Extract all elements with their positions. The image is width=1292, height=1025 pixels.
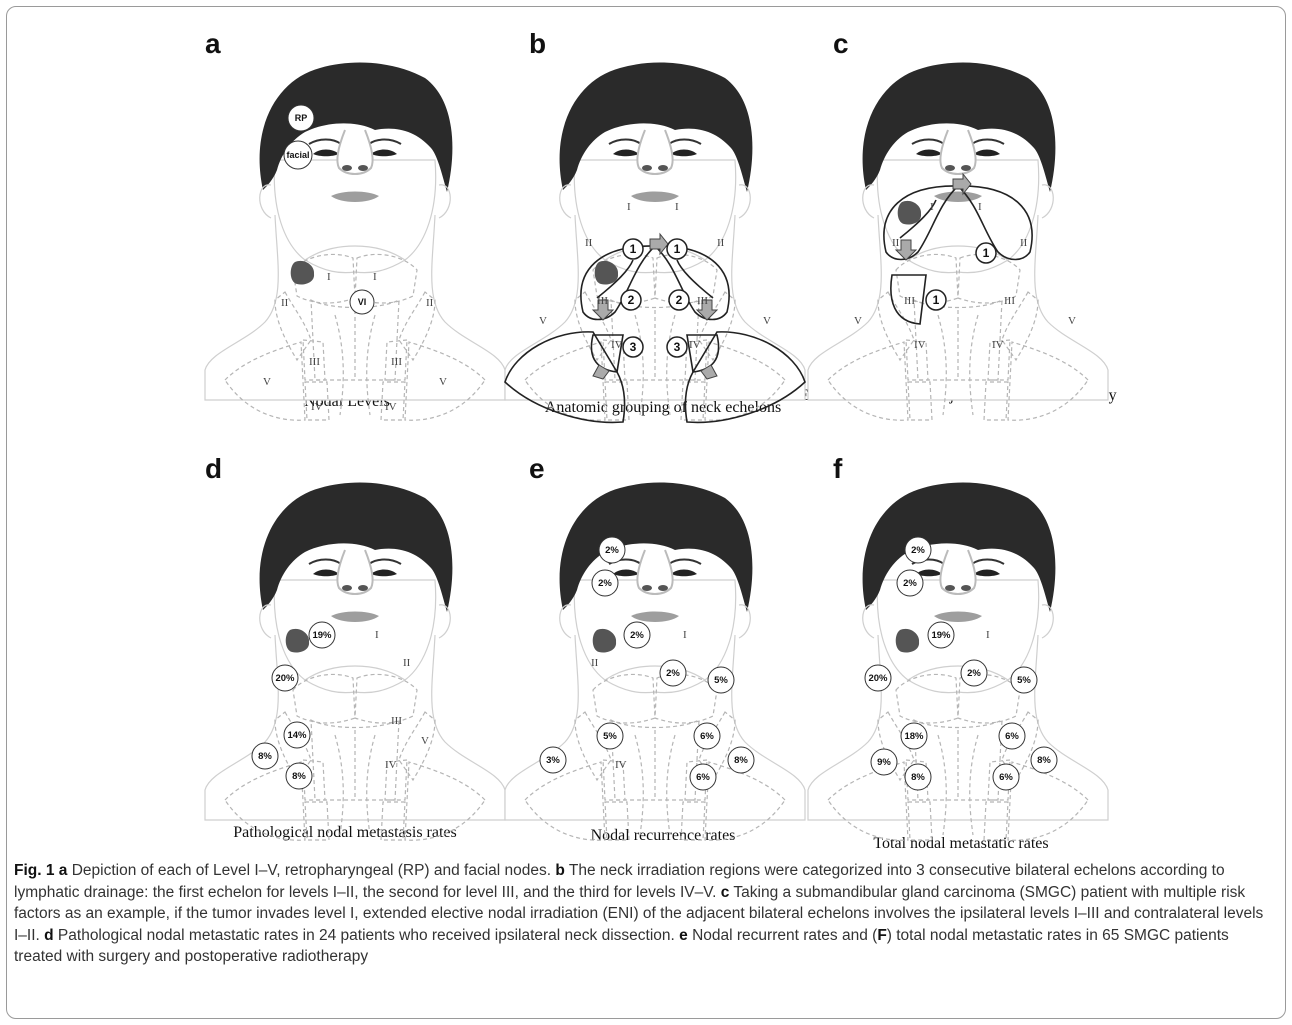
b-level-iii-right: III	[697, 295, 708, 307]
panel-f-illustration: 2% 2% 19% 20% 2% 5% 18% 9% 8% 6% 8% 6% I	[808, 483, 1108, 841]
caption-e-letter: e	[679, 927, 688, 944]
b-level-iii-left: III	[597, 295, 608, 307]
b-level-v-left: V	[539, 315, 547, 327]
b-level-v-right: V	[763, 315, 771, 327]
b-level-iv-right: IV	[689, 339, 701, 351]
b-level-ii-left: II	[585, 237, 593, 249]
f-rate-level-ii: 20%	[868, 673, 888, 684]
f-rate-level-v: 9%	[877, 757, 891, 768]
c-level-ii-right: II	[1020, 237, 1028, 249]
d-rate-level-i: 19%	[312, 630, 332, 641]
f-rate-level-vi: 2%	[967, 668, 981, 679]
e-rate-contra-iii: 6%	[700, 731, 714, 742]
label-level-v-left: V	[263, 376, 271, 388]
figure-caption: Fig. 1 a Depiction of each of Level I–V,…	[14, 860, 1278, 968]
d-rate-level-iii: 14%	[287, 730, 307, 741]
echelon-3-right: 3	[674, 340, 681, 354]
neck-illustrations: RP facial VI I I II II III III V V IV IV	[0, 0, 1292, 860]
f-level-i-right: I	[986, 629, 990, 641]
echelon-1-right: 1	[674, 242, 681, 256]
b-level-i-left: I	[627, 201, 631, 213]
c-level-v-left: V	[854, 315, 862, 327]
caption-d-text: Pathological nodal metastatic rates in 2…	[54, 927, 680, 944]
label-vi: VI	[358, 297, 367, 307]
e-rate-contra-ii: 5%	[714, 675, 728, 686]
panel-d-illustration: 19% 20% 14% 8% 8% I II III V IV	[205, 483, 505, 841]
c-level-v-right: V	[1068, 315, 1076, 327]
f-rate-level-iii: 18%	[904, 731, 924, 742]
panel-a-illustration: RP facial VI I I II II III III V V IV IV	[205, 63, 505, 421]
d-level-iii-right: III	[391, 715, 402, 727]
label-level-i-right: I	[373, 271, 377, 283]
c-level-iii-left: III	[904, 295, 915, 307]
label-level-v-right: V	[439, 376, 447, 388]
c-level-ii-left: II	[892, 237, 900, 249]
c-level-iv-right: IV	[992, 339, 1004, 351]
label-level-iii-left: III	[309, 356, 320, 368]
f-rate-rp: 2%	[911, 545, 925, 556]
label-level-i-left: I	[327, 271, 331, 283]
f-rate-facial: 2%	[903, 578, 917, 589]
label-facial: facial	[286, 150, 309, 160]
echelon-3-left: 3	[630, 340, 637, 354]
label-level-iv-right: IV	[385, 401, 397, 413]
caption-b-letter: b	[555, 862, 564, 879]
d-rate-level-v: 8%	[258, 751, 272, 762]
f-rate-contra-iii: 6%	[1005, 731, 1019, 742]
c-level-iv-left: IV	[914, 339, 926, 351]
caption-f-letter: F	[877, 927, 886, 944]
d-rate-level-iv: 8%	[292, 771, 306, 782]
e-rate-facial: 2%	[598, 578, 612, 589]
d-level-i-right: I	[375, 629, 379, 641]
c-level-i-left: I	[930, 201, 934, 213]
e-rate-contra-iv: 6%	[696, 772, 710, 783]
e-level-ii-left: II	[591, 657, 599, 669]
panel-c-illustration: 1 1 I I II II III III V V IV IV	[808, 63, 1108, 421]
e-rate-level-v: 3%	[546, 755, 560, 766]
e-rate-rp: 2%	[605, 545, 619, 556]
e-level-iv-left: IV	[615, 759, 627, 771]
f-rate-contra-ii: 5%	[1017, 675, 1031, 686]
f-rate-level-i: 19%	[931, 630, 951, 641]
e-rate-level-vi: 2%	[666, 668, 680, 679]
b-level-iv-left: IV	[611, 339, 623, 351]
d-rate-level-ii: 20%	[275, 673, 295, 684]
echelon-2-right: 2	[676, 293, 683, 307]
d-level-v-right: V	[421, 735, 429, 747]
b-level-i-right: I	[675, 201, 679, 213]
c-echelon-1-right: 1	[983, 246, 990, 260]
f-rate-contra-v: 8%	[1037, 755, 1051, 766]
e-rate-level-i: 2%	[630, 630, 644, 641]
caption-e-text: Nodal recurrent rates and (	[688, 927, 878, 944]
f-rate-level-iv: 8%	[911, 772, 925, 783]
label-level-ii-left: II	[281, 297, 289, 309]
label-level-iv-left: IV	[311, 401, 323, 413]
echelon-2-left: 2	[628, 293, 635, 307]
caption-d-letter: d	[44, 927, 53, 944]
e-rate-level-iii: 5%	[603, 731, 617, 742]
label-level-iii-right: III	[391, 356, 402, 368]
b-level-ii-right: II	[717, 237, 725, 249]
caption-fig-label: Fig. 1	[14, 862, 54, 879]
c-level-i-right: I	[978, 201, 982, 213]
caption-a-text: Depiction of each of Level I–V, retropha…	[67, 862, 555, 879]
panel-b-illustration: 1 1 2 2 3 3 I I II II III III V V IV IV	[505, 63, 805, 423]
c-level-iii-right: III	[1004, 295, 1015, 307]
label-rp: RP	[295, 113, 308, 123]
d-level-ii-right: II	[403, 657, 411, 669]
e-rate-contra-v: 8%	[734, 755, 748, 766]
c-echelon-1-left: 1	[933, 293, 940, 307]
label-level-ii-right: II	[426, 297, 434, 309]
d-level-iv-right: IV	[385, 759, 397, 771]
e-level-i-right: I	[683, 629, 687, 641]
panel-e-illustration: 2% 2% 2% 2% 5% 5% 3% 6% 8% 6% I II IV	[505, 483, 805, 841]
f-rate-contra-iv: 6%	[999, 772, 1013, 783]
echelon-1-left: 1	[630, 242, 637, 256]
